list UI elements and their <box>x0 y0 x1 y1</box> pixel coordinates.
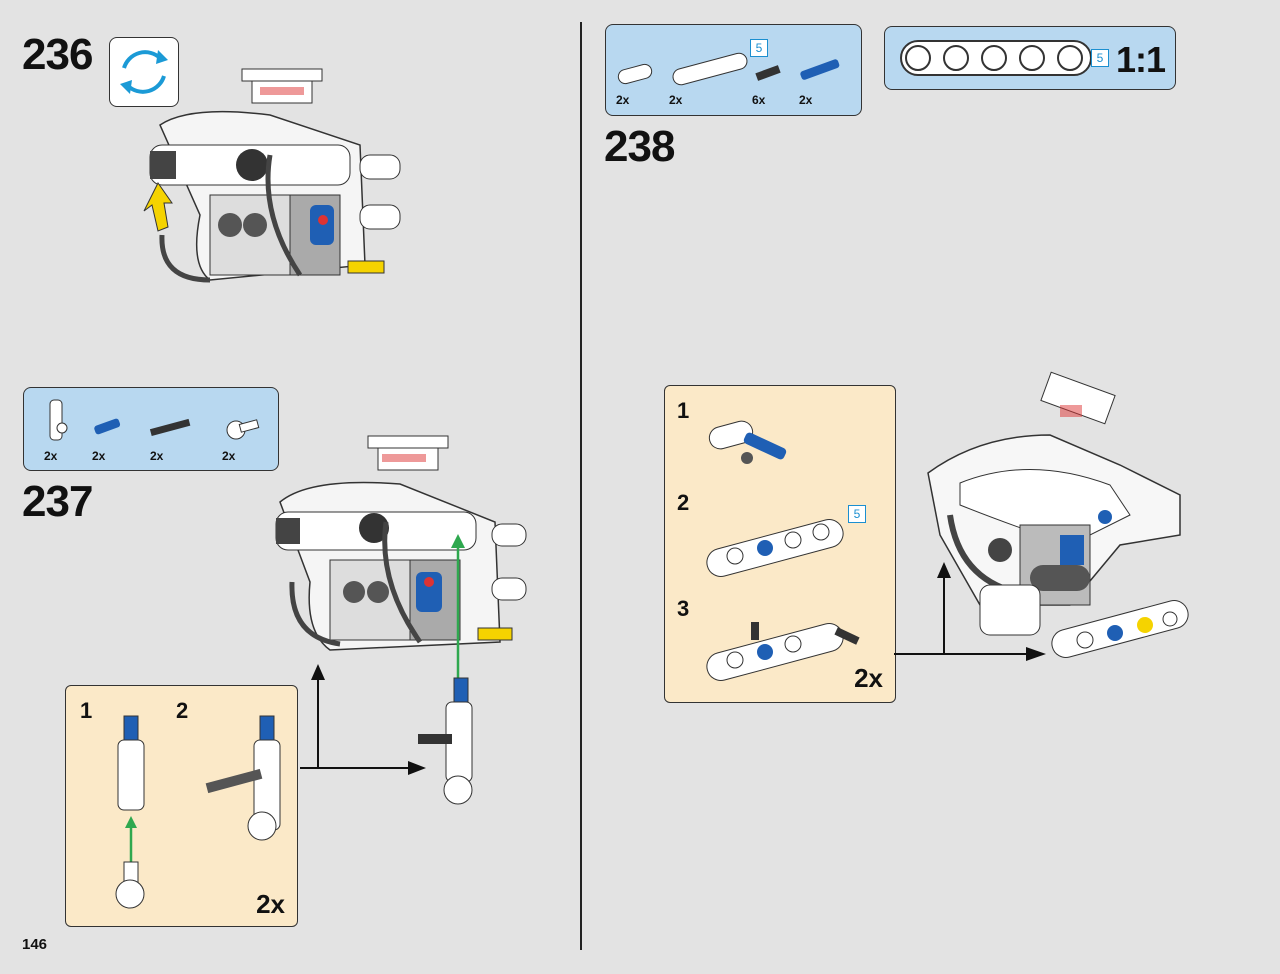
part-quantity: 2x <box>44 449 58 463</box>
page-divider <box>580 22 582 950</box>
substep-number: 2 <box>677 490 690 515</box>
scale-label: 1:1 <box>1115 39 1166 80</box>
part-quantity: 2x <box>92 449 106 463</box>
step-number-236: 236 <box>22 30 93 79</box>
subassembly-illustration-237 <box>115 715 281 909</box>
subassembly-box-238: 1 2 3 5 2x <box>664 385 896 703</box>
part-quantity: 2x <box>669 93 683 107</box>
subassembly-result-237 <box>418 677 473 805</box>
parts-icons-237 <box>49 399 260 441</box>
scale-reference-box: 5 1:1 <box>884 26 1176 90</box>
substep-number: 1 <box>677 398 690 423</box>
step-number-238: 238 <box>604 122 675 171</box>
part-quantity: 2x <box>150 449 164 463</box>
substep-number: 3 <box>677 596 690 621</box>
subassembly-illustration-238 <box>706 420 860 681</box>
subassembly-multiplier: 2x <box>256 889 285 919</box>
part-quantity: 6x <box>752 93 766 107</box>
assembly-arrows-238 <box>894 562 1046 661</box>
rotate-arrows-icon <box>120 50 168 94</box>
substep-number: 1 <box>80 698 93 723</box>
rotate-model-callout <box>109 37 179 107</box>
parts-list-237: 2x 2x 2x 2x <box>23 387 279 471</box>
model-illustration-238 <box>927 371 1189 658</box>
part-quantity: 2x <box>799 93 813 107</box>
step-number-237: 237 <box>22 477 93 526</box>
model-illustration-237 <box>275 435 527 680</box>
page-number: 146 <box>22 936 48 953</box>
assembly-arrows-237 <box>300 664 426 775</box>
beam-scale-icon <box>900 40 1092 76</box>
subassembly-box-237: 1 2 2x <box>65 685 298 927</box>
part-quantity: 2x <box>616 93 630 107</box>
beam-length-badge: 5 <box>848 505 866 523</box>
beam-length-badge: 5 <box>1091 49 1109 67</box>
substep-number: 2 <box>176 698 189 723</box>
part-quantity: 2x <box>222 449 236 463</box>
beam-length-badge: 5 <box>750 39 768 57</box>
parts-list-238: 5 2x 2x 6x 2x <box>605 24 862 116</box>
subassembly-multiplier: 2x <box>854 663 883 693</box>
parts-icons-238 <box>617 52 840 86</box>
model-illustration-236 <box>143 68 401 283</box>
